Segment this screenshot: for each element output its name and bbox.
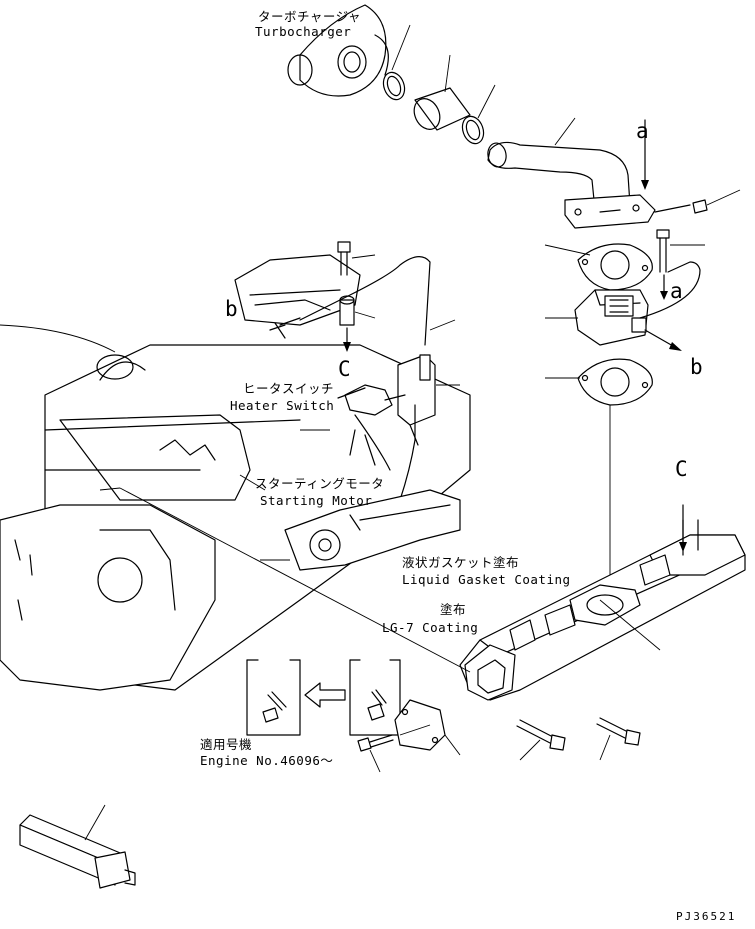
box-old-bolt: [349, 659, 401, 736]
ref-letter-a-mid: a: [670, 279, 683, 303]
spacer: [339, 295, 376, 326]
liquid-gasket-label-jp: 液状ガスケット塗布: [402, 555, 520, 570]
heater-relay: [397, 354, 460, 426]
bolt-elbow: [654, 189, 741, 214]
starting-motor-label-en: Starting Motor: [260, 493, 373, 508]
ref-letter-c-right: C: [675, 457, 688, 481]
heater-valve: [545, 289, 649, 346]
heater-switch-label-en: Heater Switch: [230, 398, 335, 413]
arrow-replacement: [304, 682, 346, 708]
heater-switch: [337, 384, 406, 416]
cylinder-head: [234, 254, 361, 326]
ref-letter-b-right: b: [690, 355, 703, 379]
gasket-bottom: [545, 358, 653, 406]
applicable-label-en: Engine No.46096〜: [200, 753, 334, 768]
bolt-manifold-2: [596, 717, 641, 761]
drawing-code: PJ36521: [676, 910, 737, 923]
starting-motor: [284, 489, 461, 571]
turbocharger-label-jp: ターボチャージャ: [258, 9, 362, 24]
box-new-bolt: [246, 659, 301, 736]
ref-letter-a-top: a: [636, 119, 649, 143]
tool: [19, 804, 136, 889]
bolt-right-top: [656, 229, 705, 273]
starting-motor-label-jp: スターティングモータ: [255, 476, 385, 491]
clamp-1: [382, 71, 406, 101]
turbocharger-label-en: Turbocharger: [255, 24, 352, 39]
clamp-2: [461, 115, 485, 145]
ref-letter-b-left: b: [225, 297, 238, 321]
hose: [413, 87, 471, 131]
ref-letter-c-left: C: [338, 357, 351, 381]
plate: [394, 699, 461, 756]
elbow-pipe: [487, 141, 656, 229]
lg7-label-jp: 塗布: [440, 602, 467, 617]
liquid-gasket-label-en: Liquid Gasket Coating: [402, 572, 571, 587]
turbocharger: [287, 4, 389, 97]
lg7-label-en: LG-7 Coating: [382, 620, 479, 635]
gasket-top: [544, 243, 653, 291]
bolt-head: [337, 241, 376, 276]
heater-switch-label-jp: ヒータスイッチ: [243, 381, 335, 396]
bolt-plate: [357, 734, 394, 773]
engine-block: [0, 344, 471, 691]
bolt-manifold-1: [516, 719, 566, 761]
applicable-label-jp: 適用号機: [200, 737, 253, 752]
intake-manifold: [459, 519, 746, 701]
